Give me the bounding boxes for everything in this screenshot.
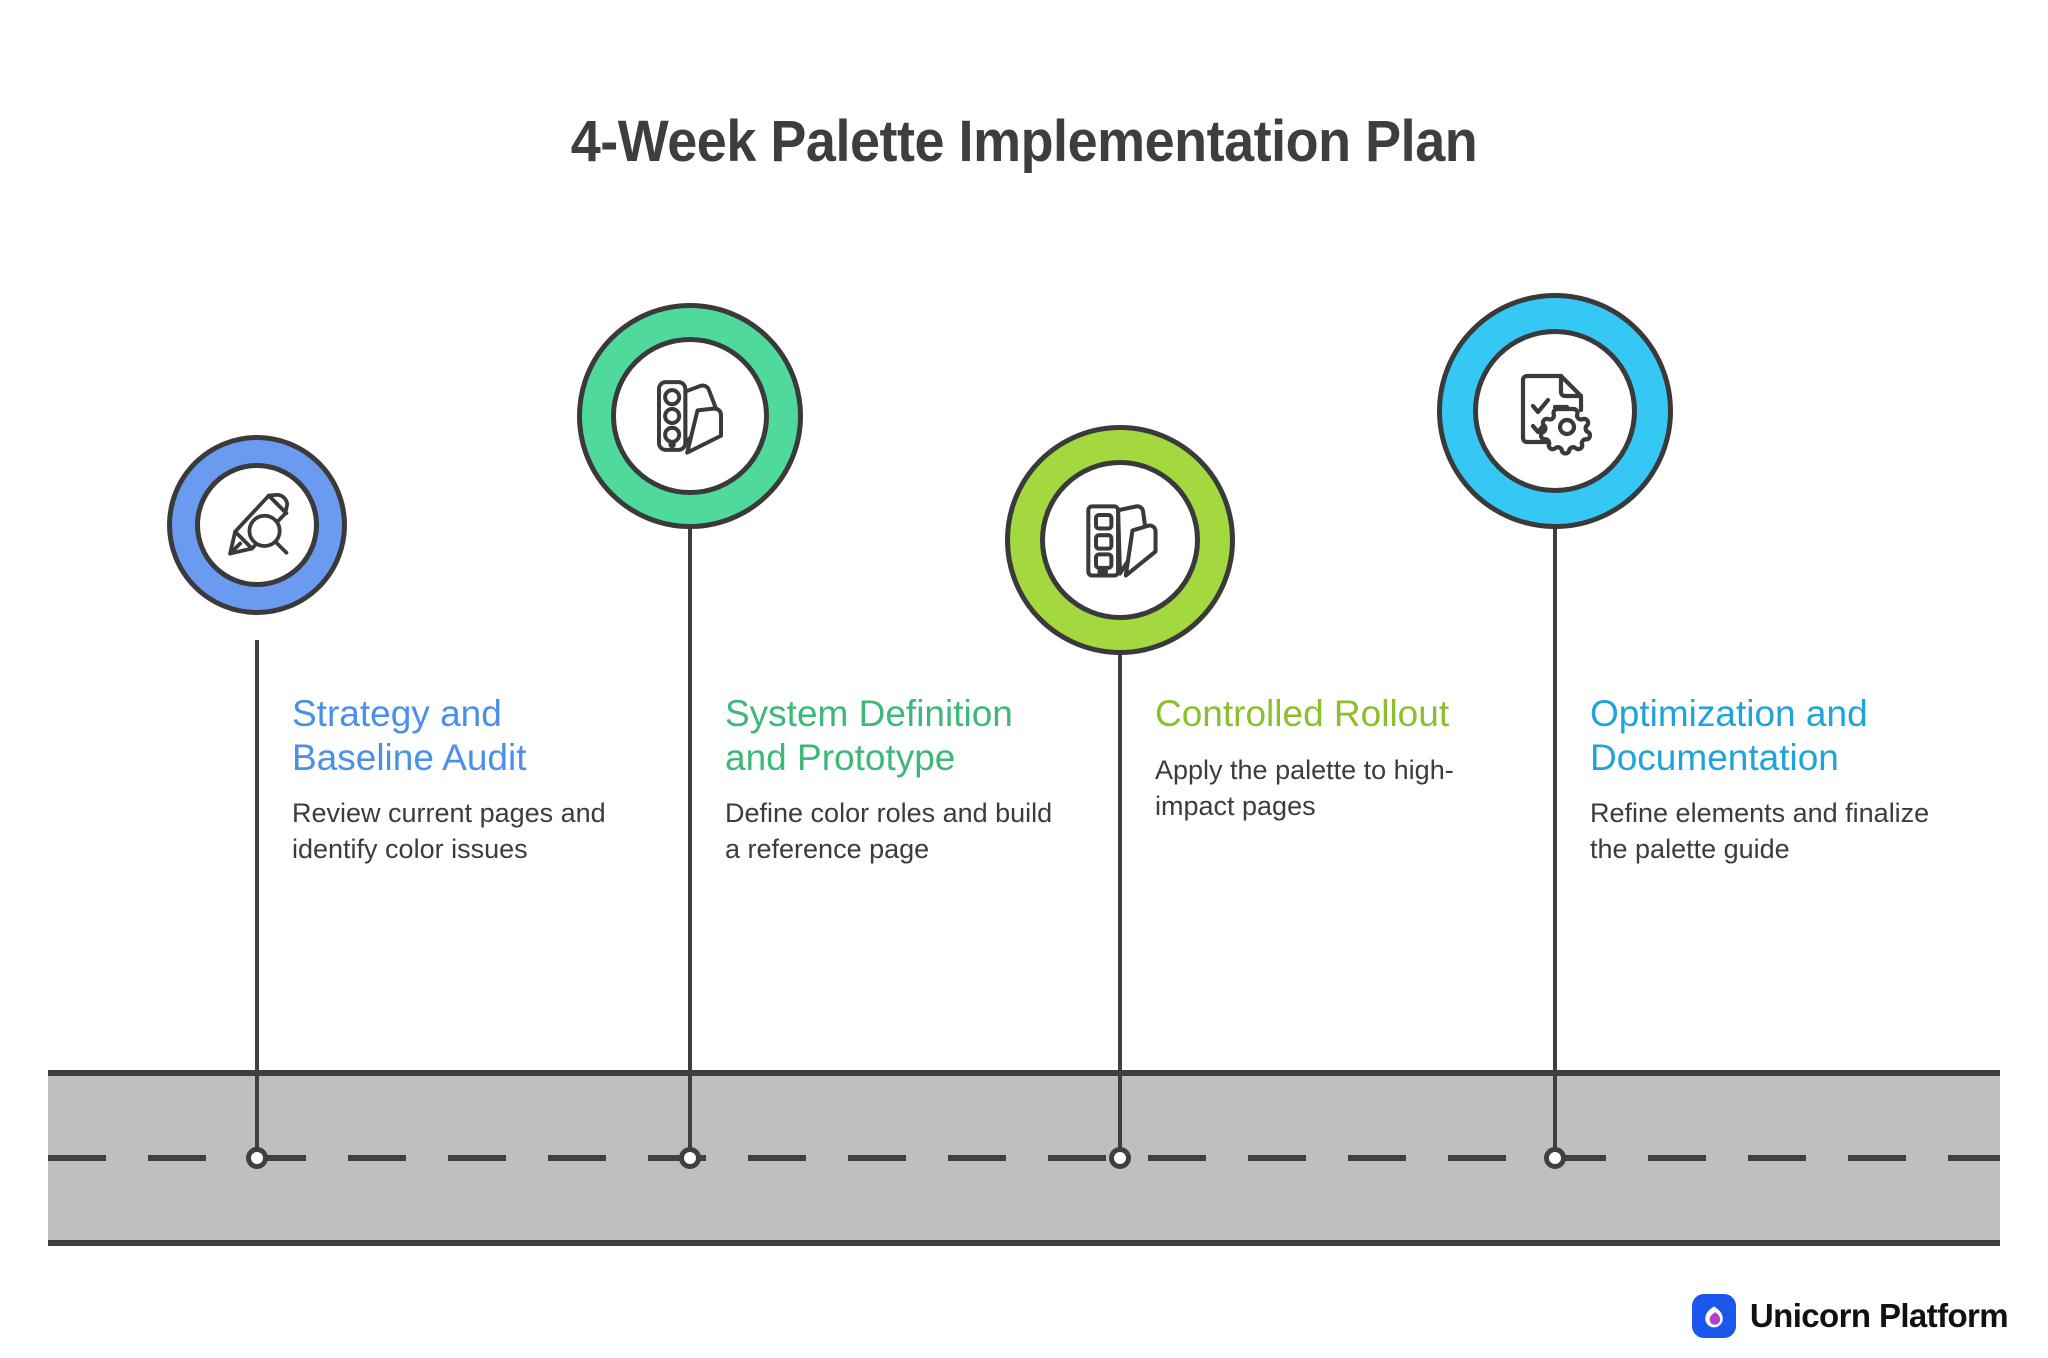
milestone-text-block: Controlled Rollout Apply the palette to … (1155, 692, 1485, 824)
milestone-badge-inner (1472, 328, 1638, 494)
milestone-description: Refine elements and finalize the palette… (1590, 798, 1930, 865)
milestone-stem (1118, 640, 1122, 1158)
milestone-badge-inner (1039, 459, 1201, 621)
milestone-stem (255, 640, 259, 1158)
milestone-description: Define color roles and build a reference… (725, 798, 1053, 865)
milestone-title: Controlled Rollout (1155, 693, 1450, 734)
milestone-text-block: System Definition and Prototype Define c… (725, 692, 1065, 868)
milestone-title: System Definition and Prototype (725, 693, 1013, 778)
milestone-node-dot (1109, 1147, 1131, 1169)
unicorn-droplet-icon (1691, 1294, 1736, 1338)
milestone-title: Strategy and Baseline Audit (292, 693, 527, 778)
milestone-title: Optimization and Documentation (1590, 693, 1868, 778)
page-title: 4-Week Palette Implementation Plan (570, 109, 1478, 174)
brand-logo[interactable]: Unicorn Platform (1691, 1294, 2009, 1338)
milestone-badge[interactable] (167, 435, 347, 615)
milestone-description: Apply the palette to high-impact pages (1155, 754, 1454, 821)
milestone-description: Review current pages and identify color … (292, 798, 606, 865)
milestone-text-block: Strategy and Baseline Audit Review curre… (292, 692, 622, 868)
milestone-stem (688, 528, 692, 1158)
color-swatch-fan-icon (643, 369, 737, 463)
road-center-dashed-line (48, 1155, 2000, 1161)
brand-name: Unicorn Platform (1749, 1297, 2009, 1334)
milestone-node-dot (1544, 1147, 1566, 1169)
milestone-badge-inner (611, 337, 769, 495)
pencil-magnifier-icon (215, 483, 299, 567)
milestone-badge[interactable] (577, 303, 803, 529)
milestone-badge[interactable] (1005, 425, 1235, 655)
milestone-text-block: Optimization and Documentation Refine el… (1590, 692, 1930, 868)
milestone-badge-inner (194, 462, 320, 588)
milestone-stem (1553, 528, 1557, 1158)
milestone-node-dot (246, 1147, 268, 1169)
milestone-node-dot (679, 1147, 701, 1169)
palette-chips-icon (1072, 492, 1168, 588)
milestone-badge[interactable] (1437, 293, 1673, 529)
document-gear-checklist-icon (1505, 361, 1605, 461)
